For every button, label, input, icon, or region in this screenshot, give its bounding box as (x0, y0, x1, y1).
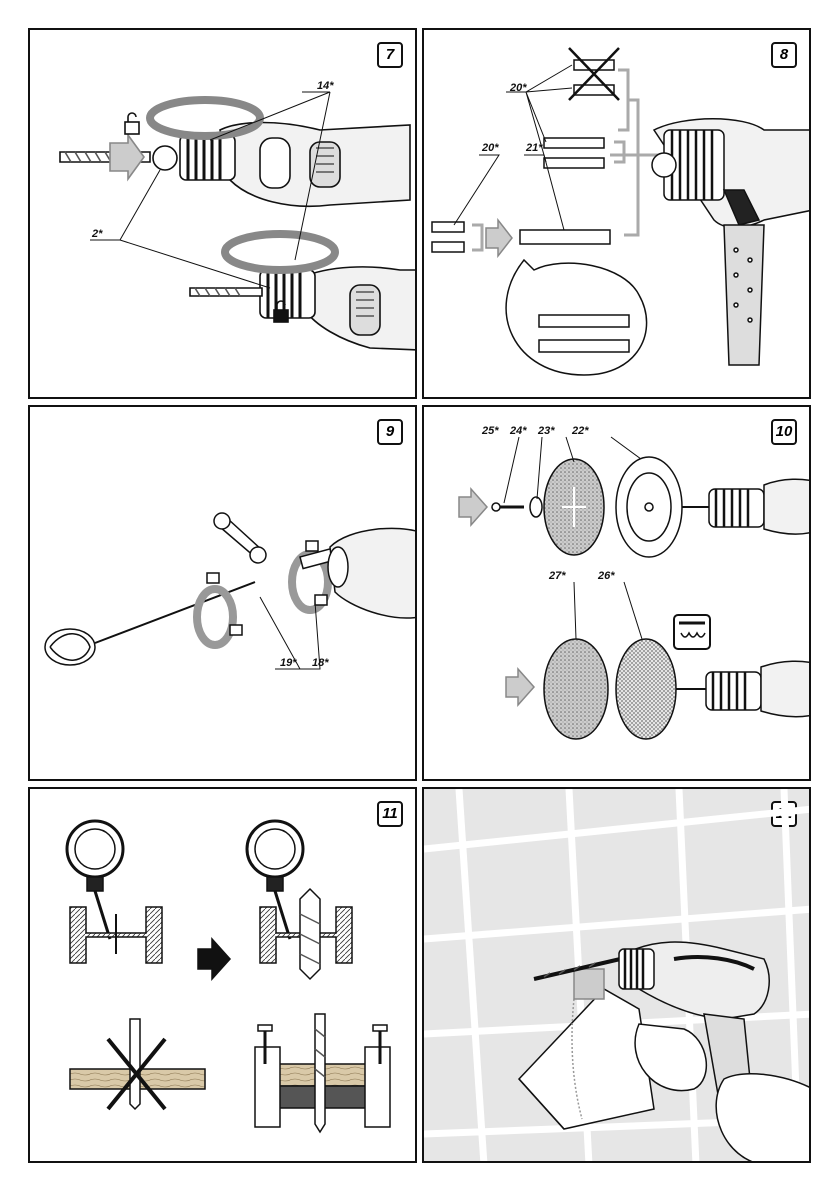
callout-label: 20* (510, 82, 527, 94)
panel-number: 10 (771, 419, 797, 445)
tile-drilling-illustration (424, 789, 809, 1161)
callout-label: 18* (312, 657, 329, 669)
figure-panel-8: 8 (422, 28, 811, 399)
panel-number: 9 (377, 419, 403, 445)
screwdriver-bits-illustration (431, 47, 809, 376)
figure-panel-12: 12 (422, 787, 811, 1163)
panel-number: 8 (771, 42, 797, 68)
metal-drilling-illustration (65, 819, 391, 1134)
panel-number: 11 (377, 801, 403, 827)
chuck-assembly-illustration (59, 91, 415, 351)
figure-panel-11: 11 (28, 787, 417, 1163)
callout-label: 2* (92, 228, 103, 240)
callout-label: 22* (572, 425, 589, 437)
mixer-attachment-illustration (44, 512, 415, 670)
panel-number: 7 (377, 42, 403, 68)
callout-label: 24* (510, 425, 527, 437)
callout-label: 23* (538, 425, 555, 437)
callout-label: 25* (482, 425, 499, 437)
callout-label: 19* (280, 657, 297, 669)
callout-label: 21* (526, 142, 543, 154)
figure-panel-9: 9 19* 18* (28, 405, 417, 781)
grinding-disc-illustration (458, 436, 809, 740)
callout-label: 20* (482, 142, 499, 154)
callout-label: 26* (598, 570, 615, 582)
figure-panel-7: 7 (28, 28, 417, 399)
callout-label: 27* (549, 570, 566, 582)
figure-panel-10: 10 (422, 405, 811, 781)
callout-label: 14* (317, 80, 334, 92)
